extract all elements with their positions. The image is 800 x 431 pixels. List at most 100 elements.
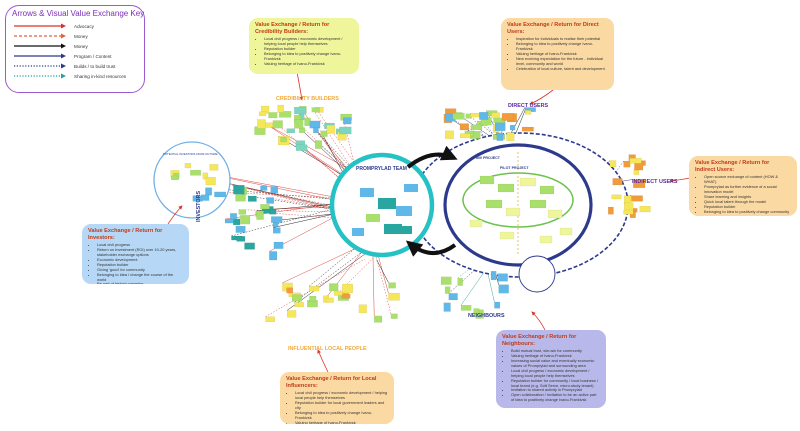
value-item: Reputation builder for community / local… — [511, 378, 600, 389]
sticky-note — [325, 297, 334, 303]
label-indirect-users: INDIRECT USERS — [632, 179, 678, 185]
connector-line — [309, 243, 362, 287]
sticky-note — [244, 242, 255, 250]
sticky-note — [343, 117, 352, 125]
team-note — [366, 214, 380, 222]
sticky-note — [479, 112, 489, 120]
sticky-note — [633, 179, 646, 188]
sticky-note — [498, 284, 509, 294]
sticky-note — [460, 133, 471, 139]
sticky-note — [473, 308, 480, 316]
key-arrow-icon — [14, 23, 66, 29]
sticky-note — [611, 194, 622, 200]
value-item: Local civil progress / economic developm… — [511, 368, 600, 379]
sticky-note — [240, 215, 251, 225]
sticky-note — [624, 202, 634, 212]
connector-line — [294, 249, 366, 303]
sticky-note — [313, 127, 319, 134]
value-item: Belonging to idea / change the course of… — [97, 272, 183, 283]
project-note — [539, 185, 555, 195]
value-item: Belonging to idea to positively change I… — [516, 41, 608, 52]
sticky-notes — [170, 104, 651, 323]
value-item: Share learning and insights — [704, 194, 791, 200]
sticky-note — [440, 276, 452, 285]
sticky-note — [205, 177, 216, 186]
sticky-note — [294, 119, 304, 129]
indirect-value-box: Value Exchange / Return for Indirect Use… — [689, 156, 797, 216]
value-item: Valuing heritage of Ivano-Frankivsk — [264, 61, 353, 67]
sticky-note — [623, 209, 634, 215]
sticky-note — [258, 111, 267, 117]
project-ring — [443, 143, 593, 267]
indirect-pointer — [669, 177, 691, 183]
sticky-note — [608, 206, 614, 215]
sticky-note — [233, 185, 245, 195]
sticky-note — [388, 282, 396, 289]
sticky-note — [494, 122, 506, 131]
value-item: Quick local talent through the model — [704, 199, 791, 205]
key-row: Builds / to build trust — [12, 61, 138, 71]
sticky-note — [333, 291, 343, 296]
sticky-note — [452, 113, 465, 120]
value-item: Belonging to idea to positively change I… — [295, 410, 388, 421]
value-item: Valuing heritage of Ivano-Frankivsk — [511, 353, 600, 359]
value-item: Build mutual trust, win-win for communit… — [511, 349, 600, 354]
sticky-note — [501, 113, 514, 121]
value-item: Local civil progress / economic developm… — [264, 37, 353, 47]
key-row: Advocacy — [12, 21, 138, 31]
project-note — [529, 199, 547, 209]
sticky-note — [342, 283, 353, 294]
team-to-project-arrow — [406, 145, 458, 169]
key-row-label: Money — [74, 43, 88, 49]
sticky-note — [171, 175, 179, 181]
sticky-note — [506, 132, 515, 141]
sticky-note — [374, 315, 383, 323]
label-pilot-project: PILOT PROJECT — [500, 166, 529, 170]
label-investors: INVESTORS — [196, 190, 202, 222]
project-to-team-arrow — [405, 240, 457, 257]
connector-line — [233, 184, 353, 216]
sticky-note — [257, 119, 266, 129]
connector-line — [294, 107, 366, 183]
sticky-note — [247, 195, 257, 202]
sticky-note — [470, 112, 480, 118]
sticky-note — [448, 293, 458, 301]
key-row: Money — [12, 41, 138, 51]
sticky-note — [291, 294, 303, 302]
value-item: Local civil progress — [97, 243, 183, 248]
sticky-note — [184, 163, 192, 169]
sticky-note — [459, 123, 469, 131]
direct-pointer — [529, 89, 554, 105]
label-influential-local-people: INFLUENTIAL LOCAL PEOPLE — [288, 346, 367, 352]
key-row-label: Builds / to build trust — [74, 63, 116, 69]
value-item: Reputation builder — [264, 46, 353, 52]
sticky-note — [320, 130, 328, 137]
value-item: Belonging to idea to positively change c… — [704, 209, 791, 215]
value-item: Local civil progress / economic developm… — [295, 391, 388, 401]
sticky-note — [460, 305, 472, 311]
value-item: Reputation builder — [704, 204, 791, 210]
sticky-note — [629, 158, 642, 164]
sticky-note — [612, 178, 623, 186]
arrow-key-legend: Arrows & Visual Value Exchange Key Advoc… — [5, 5, 145, 93]
sticky-note — [238, 209, 247, 215]
project-note — [539, 235, 553, 244]
value-item: Valuing heritage of Ivano-Frankivsk — [516, 51, 608, 57]
sticky-note — [260, 185, 268, 191]
label-potential-investors: POTENTIAL INVESTORS FROM OUTSIDE — [163, 152, 218, 156]
key-arrow-icon — [14, 33, 66, 39]
key-arrow-icon — [14, 53, 66, 59]
sticky-note — [470, 124, 483, 130]
sticky-note — [639, 205, 651, 213]
investors-pointer — [167, 205, 183, 225]
sticky-note — [295, 144, 308, 151]
key-arrow-icon — [14, 73, 66, 79]
team-note — [400, 226, 412, 234]
sticky-note — [286, 287, 293, 294]
sticky-note — [202, 172, 209, 180]
indirect-box-title: Value Exchange / Return for Indirect Use… — [695, 160, 770, 173]
sticky-note — [496, 132, 504, 141]
value-item: Reputation builder for local government … — [295, 400, 388, 411]
sticky-note — [309, 295, 317, 302]
sticky-note — [277, 104, 284, 113]
